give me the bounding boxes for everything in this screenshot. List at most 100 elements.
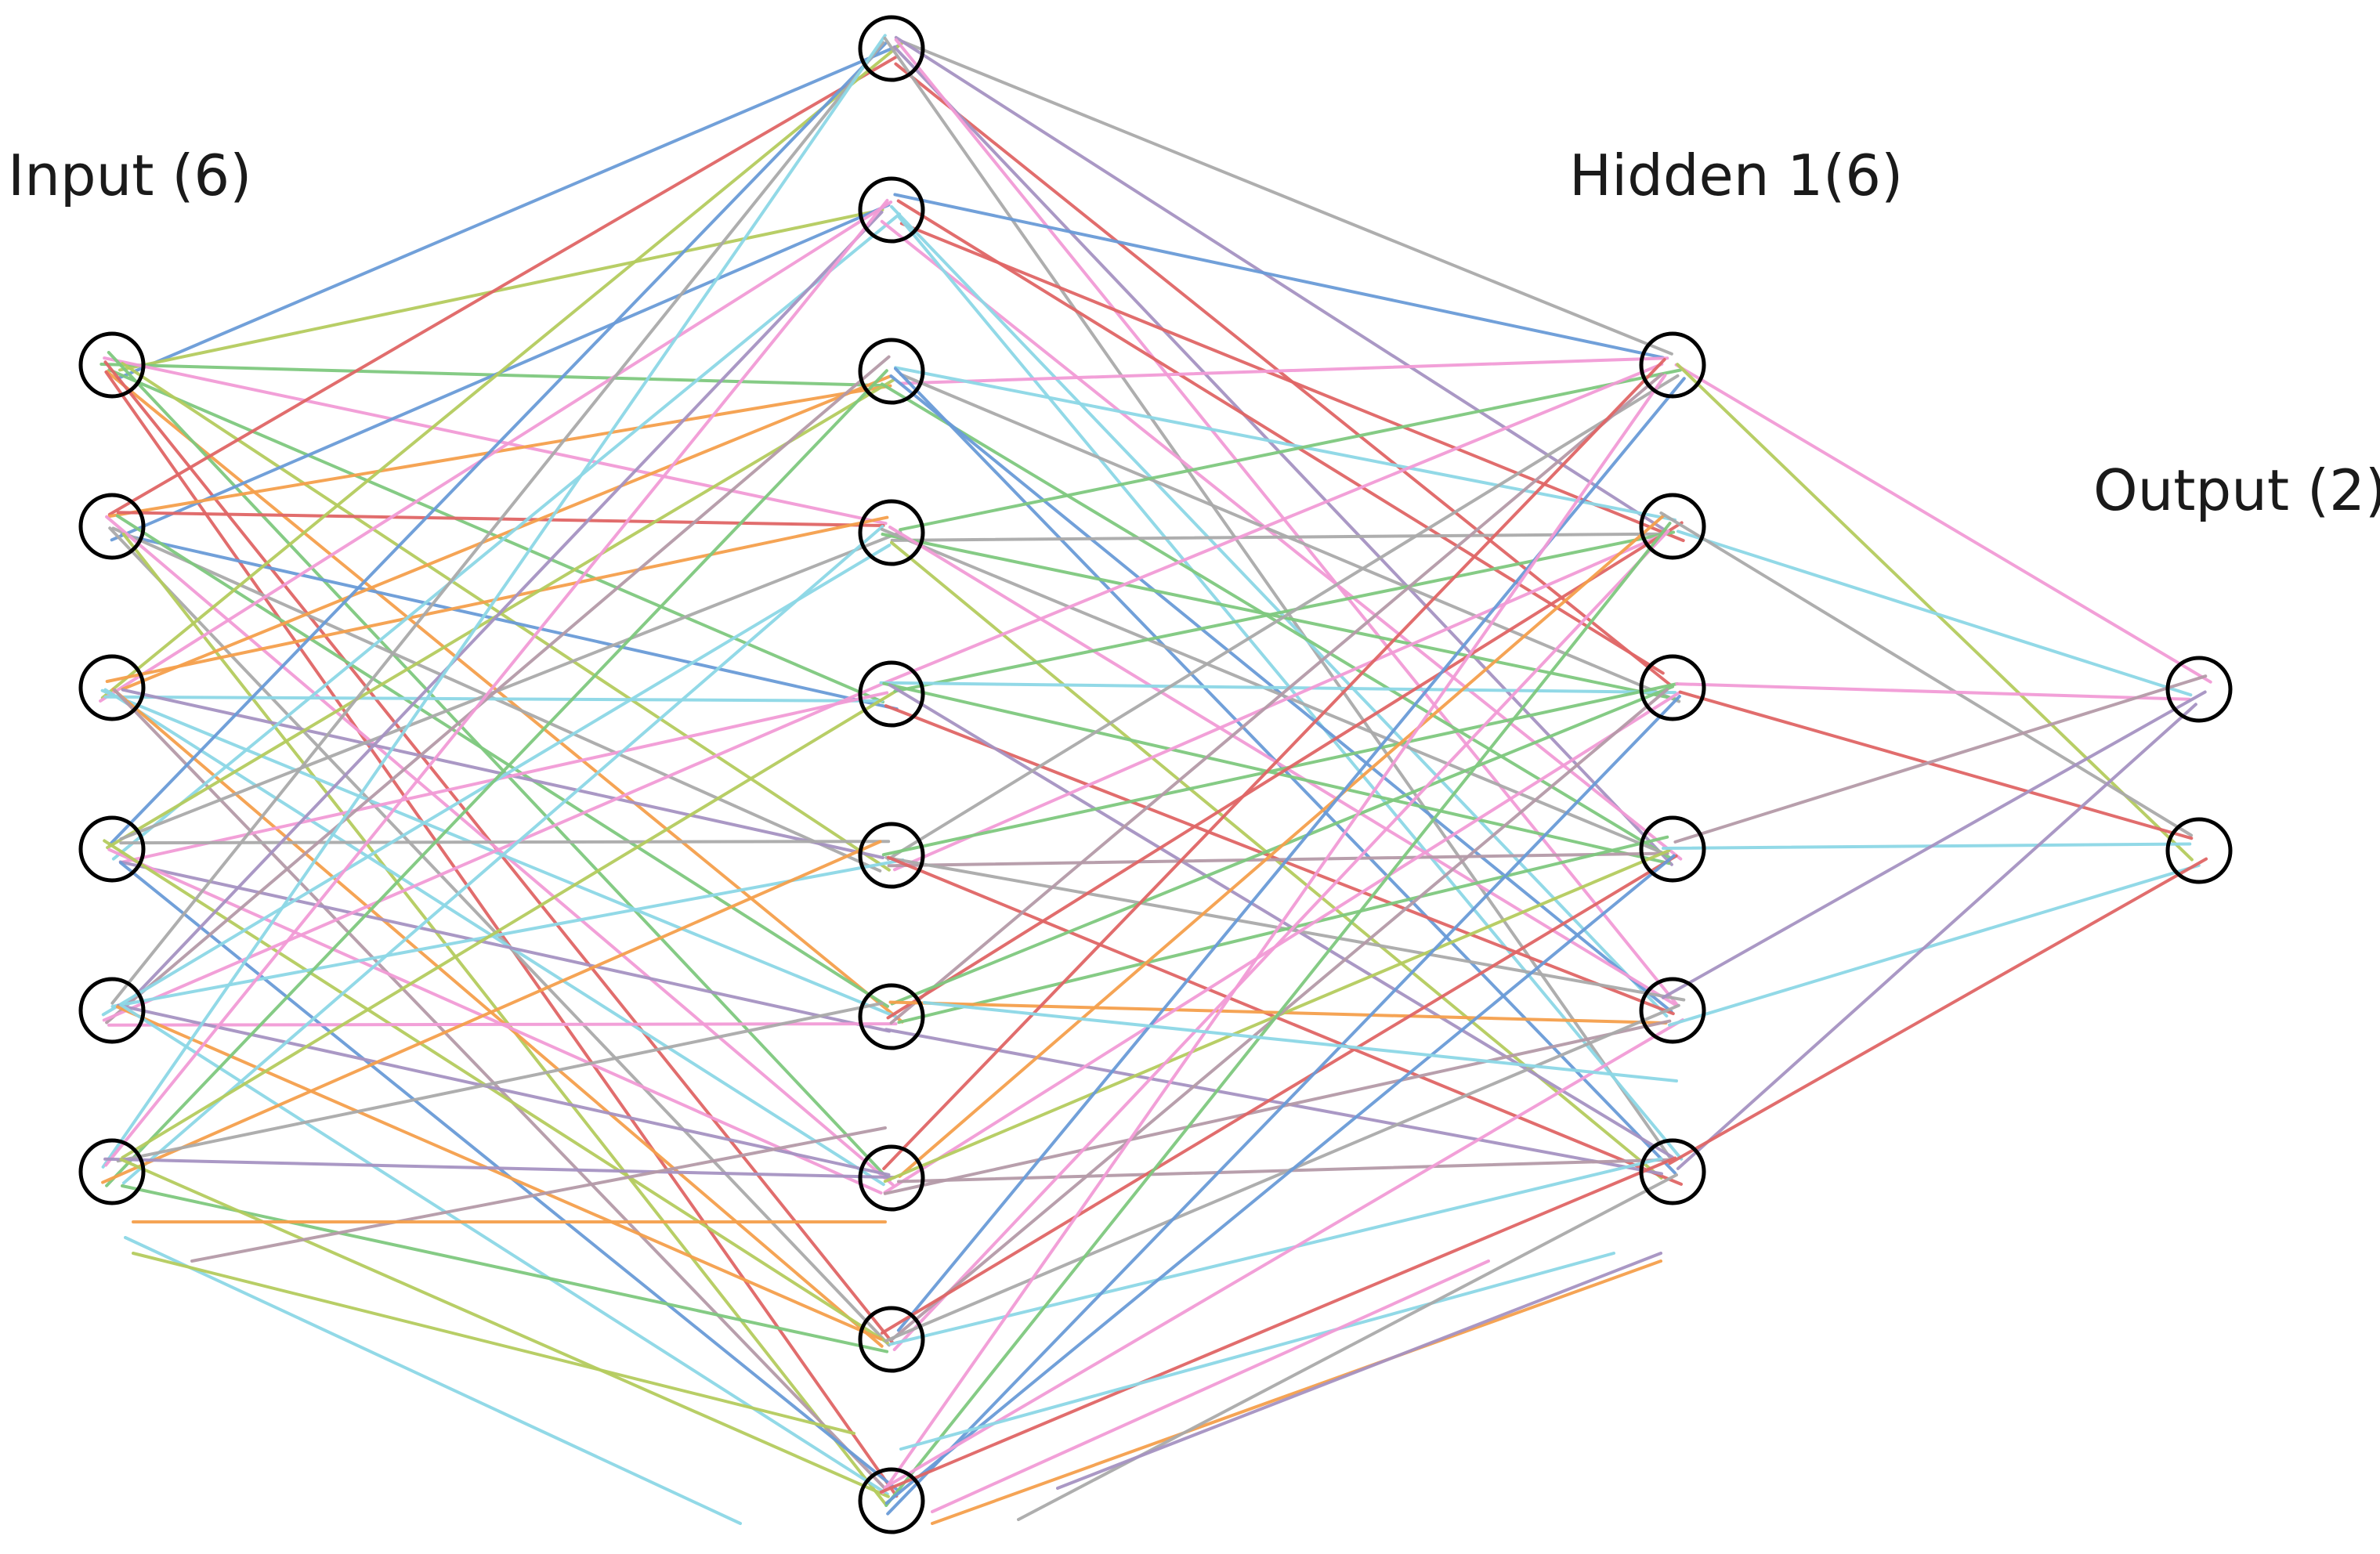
connection-edge [108, 42, 888, 847]
connection-edge [884, 1003, 1680, 1343]
connection-edge [1675, 682, 2191, 701]
connection-edge [117, 1003, 891, 1176]
node-hidden1-1 [1639, 331, 1706, 399]
connection-edges [99, 34, 2212, 1525]
connection-edge [881, 527, 1664, 855]
connection-edge [114, 44, 901, 381]
input-layer-label: Input (6) [8, 143, 252, 208]
connection-edge [884, 362, 1664, 685]
node-layer2-10 [858, 1467, 925, 1534]
connection-edge [121, 210, 884, 1010]
connection-edge [1056, 1252, 1662, 1490]
connection-edge [103, 839, 889, 1345]
connection-edge [880, 219, 1683, 861]
node-hidden1-2 [1639, 493, 1706, 560]
connection-edge [100, 41, 905, 699]
connection-edge [110, 858, 905, 1008]
connection-edge [105, 369, 888, 1187]
connection-edge [881, 854, 1678, 1335]
node-layer2-3 [858, 338, 925, 405]
node-input-4 [78, 815, 146, 883]
connection-edge [121, 1184, 889, 1353]
connection-edge [881, 374, 1667, 1494]
connection-edge [124, 1236, 742, 1525]
connection-edge [901, 40, 1673, 356]
connection-edge [104, 198, 889, 1167]
connection-edge [899, 356, 1669, 385]
connection-edge [102, 681, 885, 1022]
connection-edge [118, 860, 892, 1033]
connection-edge [896, 199, 1665, 675]
connection-edge [923, 1001, 1678, 1082]
connection-edge [121, 362, 891, 872]
connection-edge [1678, 690, 2194, 840]
connection-edge [892, 45, 1673, 866]
connection-edge [890, 532, 1663, 542]
connection-edge [881, 533, 1680, 701]
connection-edge [121, 525, 884, 1185]
connection-edge [1674, 363, 2212, 684]
connection-edge [101, 34, 887, 1169]
connection-edge [105, 370, 904, 1024]
connection-edge [107, 384, 892, 519]
connection-edge [886, 521, 1684, 1020]
node-layer2-1 [858, 15, 925, 82]
connection-edge [103, 695, 884, 703]
node-input-5 [78, 977, 146, 1044]
connection-edge [103, 1157, 896, 1180]
connection-edge [105, 355, 891, 1025]
connection-edge [887, 851, 1669, 868]
connection-edge [107, 351, 892, 1183]
connection-edge [1017, 1173, 1678, 1521]
node-layer2-5 [858, 660, 925, 728]
connection-edge [897, 835, 1669, 1025]
connection-edge [121, 687, 902, 1159]
node-input-3 [78, 654, 146, 721]
connection-edge [883, 690, 1682, 1194]
connection-edge [888, 1157, 1663, 1346]
connection-edge [99, 201, 893, 703]
connection-edge [121, 533, 888, 1507]
connection-edge [892, 529, 1670, 1351]
connection-edge [884, 1018, 1684, 1489]
connection-edge [115, 1005, 883, 1341]
connection-edge [1659, 511, 2194, 837]
connection-edge [107, 55, 899, 516]
connection-edge [882, 358, 1666, 1170]
connection-edge [889, 373, 1664, 1025]
connection-edge [111, 212, 902, 861]
node-input-6 [78, 1138, 146, 1205]
node-hidden1-3 [1639, 654, 1706, 721]
node-input-2 [78, 493, 146, 560]
connection-edge [884, 1028, 1663, 1176]
node-output-1 [2165, 656, 2233, 723]
connection-edge [1676, 703, 2197, 1170]
connection-edge [879, 681, 1677, 695]
connection-edge [898, 513, 1666, 1178]
connection-edge [108, 526, 891, 1347]
connection-edge [121, 374, 892, 691]
node-layer2-8 [858, 1144, 925, 1212]
output-layer-label: Output (2) [2093, 457, 2380, 523]
node-layer2-2 [858, 176, 925, 244]
connection-edge [1676, 529, 2193, 697]
connection-edge [882, 681, 1671, 866]
connection-edge [119, 1158, 890, 1498]
connection-edge [894, 38, 1679, 1006]
connection-edge [101, 840, 882, 1184]
node-hidden1-6 [1639, 1138, 1706, 1205]
connection-edge [1668, 857, 2208, 1166]
node-layer2-7 [858, 983, 925, 1050]
connection-edge [119, 1003, 889, 1496]
node-layer2-9 [858, 1306, 925, 1373]
connection-edge [886, 374, 1680, 861]
node-layer2-4 [858, 499, 925, 566]
connection-edge [883, 1019, 1672, 1195]
connection-edge [893, 532, 1668, 872]
node-layer2-6 [858, 822, 925, 889]
node-input-1 [78, 331, 146, 399]
hidden-layer-1-label: Hidden 1(6) [1569, 143, 1904, 208]
connection-edge [931, 1259, 1662, 1525]
connection-edge [883, 36, 1672, 1160]
